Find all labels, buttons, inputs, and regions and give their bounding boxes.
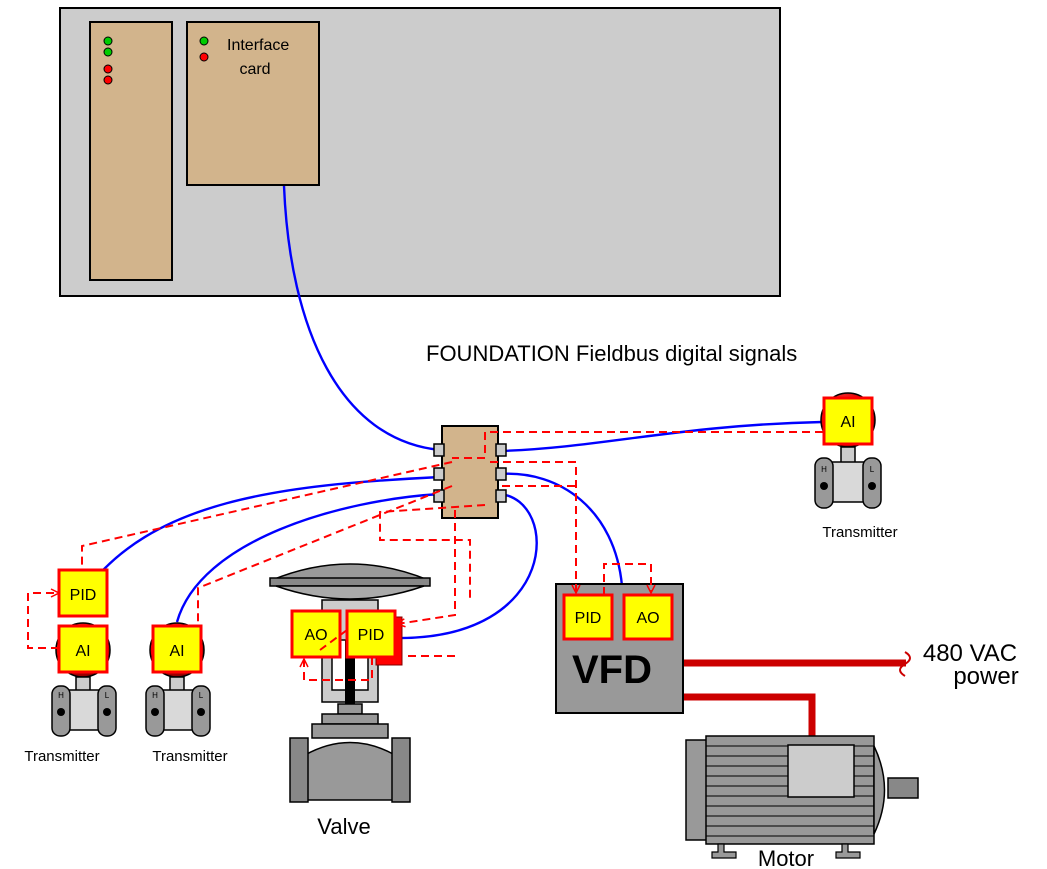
ao-block-label: AO [304,627,327,644]
svg-text:H: H [58,691,64,700]
transmitter-label: Transmitter [822,524,897,541]
processor-card [89,21,173,281]
ai-block [822,396,874,446]
pid-block-label: PID [575,610,602,627]
transmitter-label: Transmitter [24,748,99,765]
pid-block [562,593,614,641]
motor-label: Motor [758,846,814,869]
interface-card [186,21,320,186]
led-green [103,47,113,57]
vfd-drive: PID AO VFD [555,583,684,714]
ai-block-label: AI [75,643,90,660]
pid-block-label: PID [358,627,385,644]
control-valve: AO PID Valve [269,563,431,839]
network-label: FOUNDATION Fieldbus digital signals [426,341,797,366]
led-red [103,64,113,74]
signal-paths [27,431,823,681]
interface-card-label: Interface [227,37,289,54]
power-label: power [953,663,1018,690]
junction-block [433,425,507,519]
svg-text:H: H [821,465,827,474]
led-green [103,36,113,46]
ao-block [622,593,674,641]
valve-label: Valve [317,814,370,839]
ai-block [151,624,203,674]
led-green [199,36,209,46]
ai-block-label: AI [840,414,855,431]
ai-block-label: AI [169,643,184,660]
transmitter-left-2: H L AI Transmitter [145,622,228,765]
controller-rack: Interface card [59,7,781,297]
power-label: 480 VAC [923,640,1017,667]
led-red [199,52,209,62]
interface-card-label: card [239,61,270,78]
pid-block [345,609,397,659]
led-red [103,75,113,85]
pid-block-label: PID [70,587,97,604]
svg-text:H: H [152,691,158,700]
motor: Motor [685,735,919,869]
svg-text:L: L [870,465,875,474]
ai-block [57,624,109,674]
svg-text:L: L [199,691,204,700]
ao-block [290,609,342,659]
transmitter-left-1: H L AI PID Transmitter [24,568,117,765]
fieldbus-wiring [82,185,823,640]
pid-block [57,568,109,618]
vfd-label: VFD [572,648,652,692]
ao-block-label: AO [636,610,659,627]
svg-text:L: L [105,691,110,700]
transmitter-label: Transmitter [152,748,227,765]
transmitter-right: H L AI Transmitter [814,392,898,541]
